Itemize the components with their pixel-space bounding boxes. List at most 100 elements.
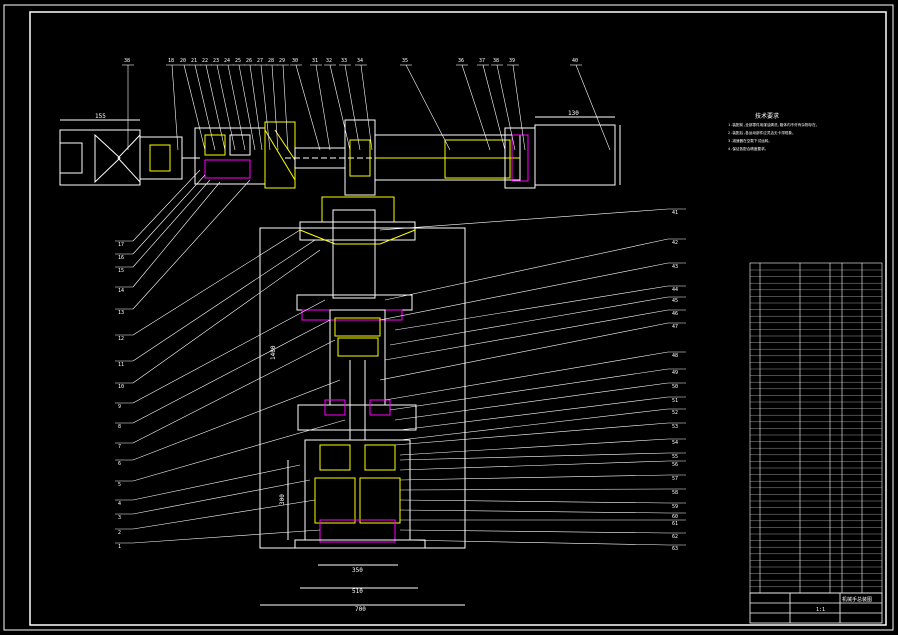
leader-line xyxy=(315,64,331,151)
callout-label: 53 xyxy=(672,424,678,430)
callout-label: 60 xyxy=(672,514,678,520)
callout-label: 13 xyxy=(118,310,124,316)
leader-line xyxy=(271,64,279,151)
callout-label: 28 xyxy=(268,58,274,64)
callout-label: 11 xyxy=(118,362,124,368)
callout-label: 34 xyxy=(357,58,363,64)
callout-label: 47 xyxy=(672,324,678,330)
leader-line xyxy=(282,64,289,151)
callout-label: 2 xyxy=(118,530,121,536)
leader-line xyxy=(238,64,256,151)
tech-notes-title: 技术要求 xyxy=(755,112,779,120)
callout-label: 1 xyxy=(118,544,121,550)
callout-label: 36 xyxy=(458,58,464,64)
leader-line xyxy=(183,64,206,151)
leader-line xyxy=(394,285,669,331)
leader-line xyxy=(405,64,451,151)
callout-label: 10 xyxy=(118,384,124,390)
leader-line xyxy=(399,499,669,504)
dim-height: 1400 xyxy=(270,345,277,360)
callout-label: 3 xyxy=(118,515,121,521)
callout-label: 45 xyxy=(672,298,678,304)
leader-line xyxy=(399,488,669,491)
leader-line xyxy=(496,64,516,151)
leader-line xyxy=(461,64,491,151)
callout-label: 18 xyxy=(168,58,174,64)
callout-label: 24 xyxy=(224,58,230,64)
callout-label: 31 xyxy=(312,58,318,64)
dim-base-inner: 350 xyxy=(352,567,363,574)
leader-line xyxy=(132,169,201,242)
callout-label: 52 xyxy=(672,410,678,416)
callout-label: 41 xyxy=(672,210,678,216)
leader-line xyxy=(384,309,669,361)
outer-frame xyxy=(3,4,894,631)
parts-list-rows xyxy=(750,269,882,587)
leader-line xyxy=(132,239,316,362)
leader-line xyxy=(379,208,669,231)
callout-label: 4 xyxy=(118,501,121,507)
tech-note-line: 2.装配后,各运动部件应灵活无卡滞现象。 xyxy=(728,130,796,135)
dim-base-total: 700 xyxy=(355,606,366,613)
dim-base-outer: 510 xyxy=(352,588,363,595)
callout-label: 33 xyxy=(341,58,347,64)
title-block-scale: 1:1 xyxy=(816,607,825,613)
callout-label: 43 xyxy=(672,264,678,270)
callout-label: 56 xyxy=(672,462,678,468)
leader-line xyxy=(344,64,361,151)
leader-line xyxy=(399,529,669,534)
title-block-name: 机械手总装图 xyxy=(842,596,872,603)
callout-label: 50 xyxy=(672,384,678,390)
leader-line xyxy=(379,262,669,321)
leader-line xyxy=(227,64,246,151)
leader-line xyxy=(512,64,526,151)
callout-label: 51 xyxy=(672,398,678,404)
callout-label: 48 xyxy=(672,353,678,359)
leader-line xyxy=(379,322,669,381)
title-block xyxy=(749,592,883,624)
leader-line xyxy=(132,181,221,288)
leader-line xyxy=(132,299,326,404)
leader-line xyxy=(399,452,669,461)
callout-label: 20 xyxy=(180,58,186,64)
callout-label: 17 xyxy=(118,242,124,248)
leader-line xyxy=(132,179,211,268)
leader-line xyxy=(399,408,669,441)
leader-line xyxy=(399,396,669,431)
callout-label: 58 xyxy=(672,490,678,496)
callout-label: 55 xyxy=(672,454,678,460)
callout-label: 63 xyxy=(672,546,678,552)
callout-label: 37 xyxy=(479,58,485,64)
leader-line xyxy=(171,64,179,151)
callout-label: 61 xyxy=(672,521,678,527)
leader-line xyxy=(482,64,506,151)
leader-line xyxy=(384,351,669,401)
leader-line xyxy=(132,229,301,336)
leader-line xyxy=(399,509,669,514)
leader-line xyxy=(399,460,669,471)
leader-line xyxy=(249,64,263,151)
leader-line xyxy=(295,64,321,151)
callout-label: 23 xyxy=(213,58,219,64)
tech-note-line: 1.装配前,全部零件用煤油清洗,箱体内不许有杂物存在。 xyxy=(728,122,819,127)
callout-label: 49 xyxy=(672,370,678,376)
leader-line xyxy=(260,64,271,151)
dim-arm-right: 130 xyxy=(568,110,579,117)
leader-line xyxy=(389,296,669,346)
tech-note-line: 3.减速器在空载下试运转。 xyxy=(728,138,772,143)
callout-label: 9 xyxy=(118,404,121,410)
leader-line xyxy=(205,64,226,151)
callout-label: 7 xyxy=(118,444,121,450)
leader-line xyxy=(132,529,321,544)
callout-label: 21 xyxy=(191,58,197,64)
callout-label: 6 xyxy=(118,461,121,467)
leader-line xyxy=(132,179,251,310)
callout-label: 26 xyxy=(246,58,252,64)
leader-line xyxy=(360,64,373,151)
callout-label: 29 xyxy=(279,58,285,64)
callout-label: 38 xyxy=(493,58,499,64)
tech-note-line: 4.保证各配合精度要求。 xyxy=(728,146,768,151)
leader-lines xyxy=(115,64,686,546)
